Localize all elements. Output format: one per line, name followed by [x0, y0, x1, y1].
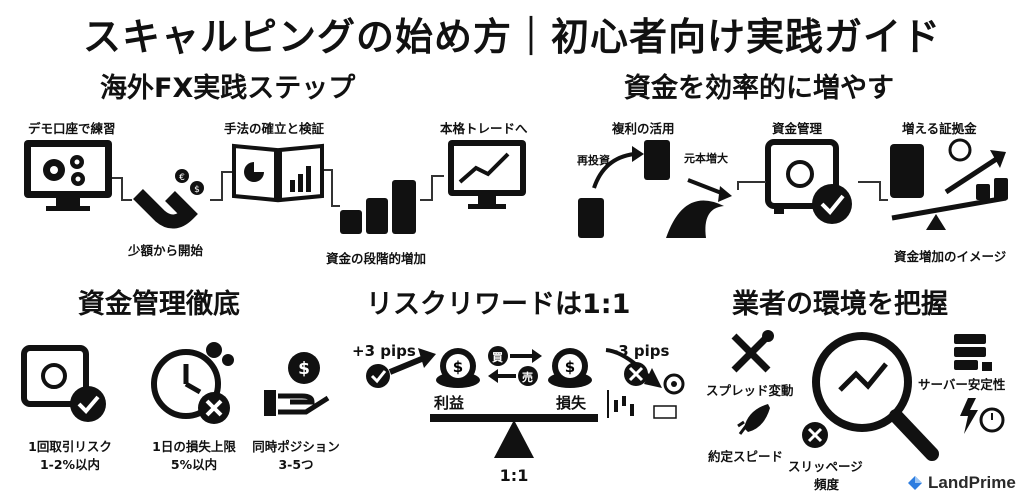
svg-text:$: $: [453, 358, 463, 376]
growing-margin-label: 増える証拠金: [902, 121, 977, 136]
server-stability-label: サーバー安定性: [918, 377, 1006, 392]
monitor-gears-icon: [24, 140, 112, 211]
step-full-trade-label: 本格トレードへ: [440, 121, 528, 136]
slippage-label: スリッページ: [788, 459, 863, 474]
money-heading: 資金管理徹底: [78, 289, 240, 320]
reinvest-label: 再投資: [577, 154, 610, 167]
step-stage-increase-label: 資金の段階的増加: [326, 251, 427, 266]
margin-scale-icon: [890, 138, 1008, 230]
rr-heading: リスクリワードは1:1: [366, 289, 631, 320]
safe-check-icon: [765, 139, 852, 224]
risk-per-trade-line2: 1-2%以内: [39, 457, 101, 472]
safe-check-icon-small: [21, 345, 106, 422]
wrench-screwdriver-icon: [731, 330, 774, 373]
loss-label: 損失: [556, 394, 587, 412]
loss-coin-icon: $: [548, 348, 592, 388]
fund-increase-image-label: 資金増加のイメージ: [894, 249, 1007, 264]
grow-heading: 資金を効率的に増やす: [624, 73, 894, 104]
magnet-coins-icon: € $: [133, 169, 204, 229]
server-lock-icon: [954, 334, 992, 371]
hand-dollar-icon: $: [264, 352, 330, 416]
up-arrow-check-icon: [366, 348, 436, 388]
clock-x-icon: [151, 342, 234, 424]
magnifier-chart-icon: [812, 332, 939, 461]
page-title: スキャルピングの始め方｜初心者向け実践ガイド: [82, 15, 941, 59]
rocket-icon: [737, 404, 770, 435]
coin-stacks-icon: [340, 180, 416, 234]
daily-loss-limit-line1: 1日の損失上限: [152, 439, 236, 454]
down-arrow-target-icon: [605, 348, 685, 419]
svg-text:$: $: [194, 185, 200, 195]
step-demo-label: デモ口座で練習: [28, 121, 116, 136]
ratio-label: 1:1: [499, 466, 529, 485]
buy-label: 買: [492, 351, 503, 364]
open-book-chart-icon: [232, 143, 324, 203]
step-method-label: 手法の確立と検証: [224, 121, 325, 136]
execution-speed-label: 約定スピード: [708, 449, 784, 464]
spread-variation-label: スプレッド変動: [706, 383, 794, 398]
trading-monitor-icon: [448, 140, 526, 209]
money-management-label: 資金管理: [772, 121, 823, 136]
landprime-logo-text: LandPrime: [928, 473, 1016, 492]
balance-scale-icon: [430, 414, 598, 458]
slippage-frequency-label: 頻度: [814, 477, 840, 492]
step-small-start-label: 少額から開始: [128, 243, 204, 258]
bolt-stopwatch-icon: [960, 398, 1005, 434]
compound-growth-icon: [578, 140, 732, 238]
risk-per-trade-line1: 1回取引リスク: [28, 439, 112, 454]
svg-text:€: €: [179, 173, 185, 183]
buy-sell-arrows-icon: [488, 346, 542, 386]
slippage-x-icon: [802, 422, 828, 448]
plus-pips-label: +3 pips: [352, 342, 416, 360]
landprime-logo-icon: [908, 476, 922, 490]
concurrent-positions-line2: 3-5つ: [278, 457, 314, 472]
profit-coin-icon: $: [436, 348, 480, 388]
steps-heading: 海外FX実践ステップ: [100, 73, 356, 104]
principal-increase-label: 元本増大: [684, 152, 728, 165]
svg-text:$: $: [565, 358, 575, 376]
concurrent-positions-line1: 同時ポジション: [252, 439, 340, 454]
profit-label: 利益: [434, 394, 465, 412]
svg-text:$: $: [298, 359, 310, 379]
compound-label: 複利の活用: [612, 121, 675, 136]
broker-heading: 業者の環境を把握: [732, 289, 948, 320]
sell-label: 売: [522, 371, 533, 384]
daily-loss-limit-line2: 5%以内: [170, 457, 218, 472]
